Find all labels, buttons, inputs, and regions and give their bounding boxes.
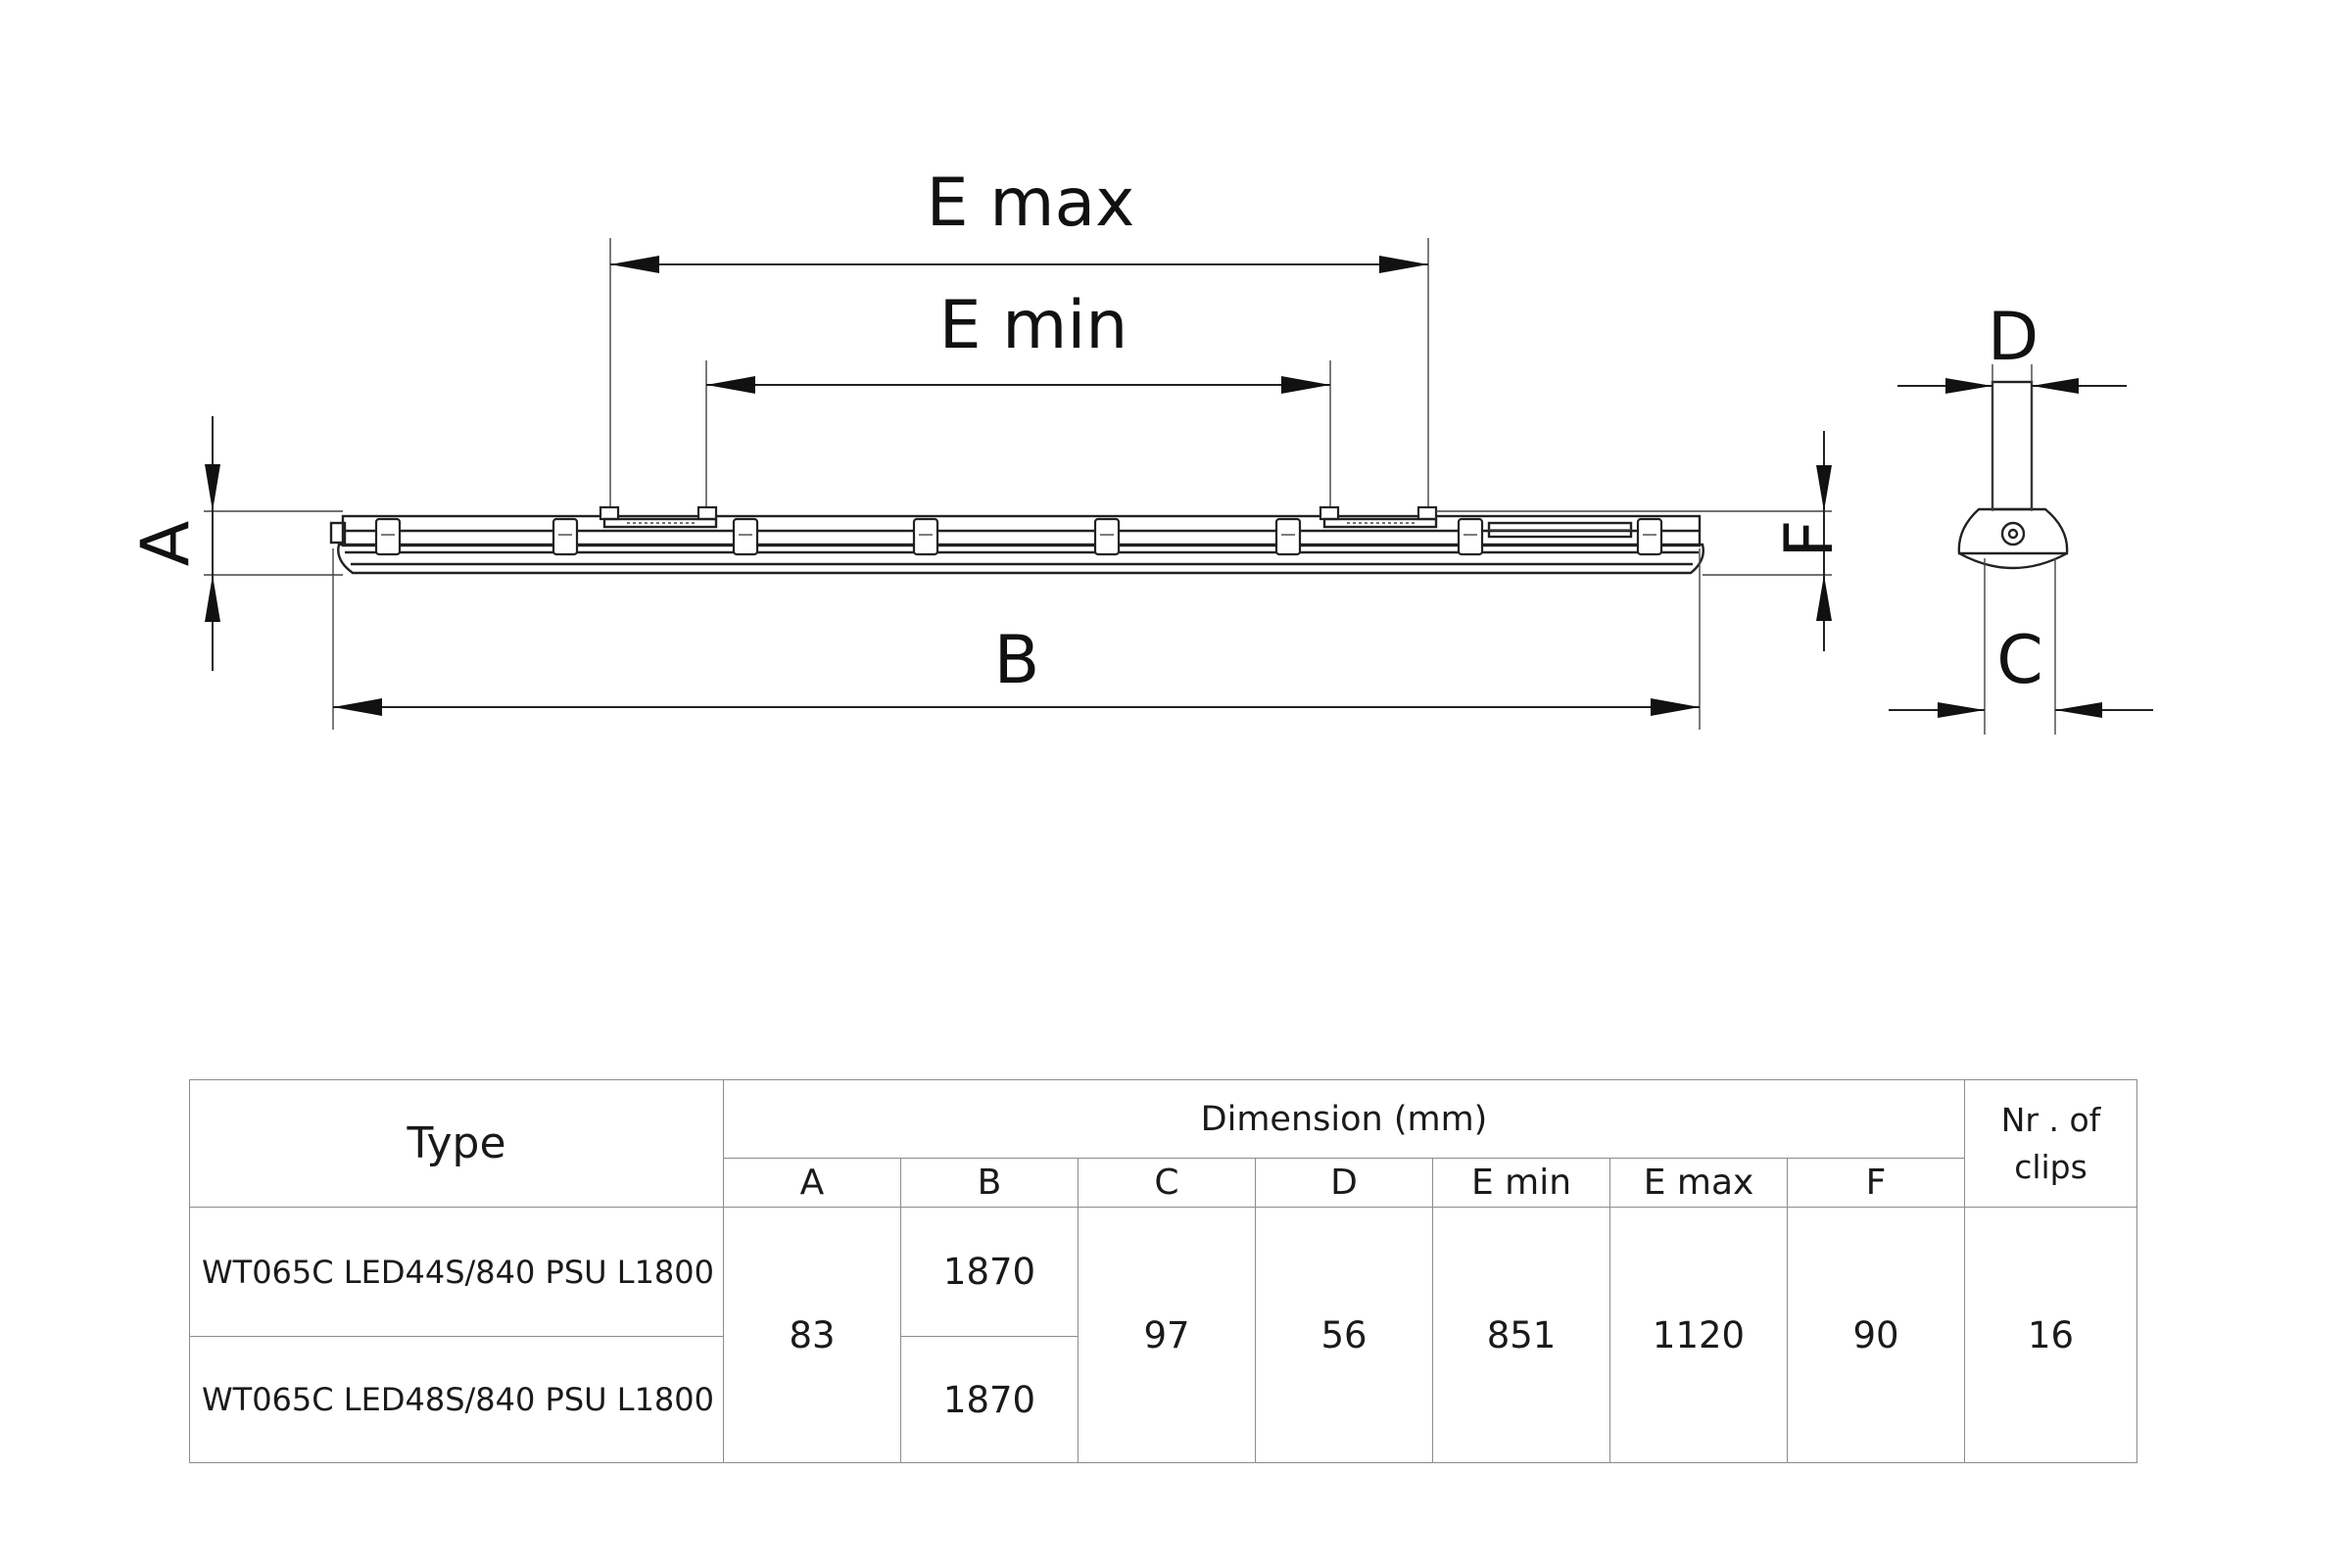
type-cell: WT065C LED48S/840 PSU L1800 bbox=[189, 1336, 724, 1463]
c-dimension: C bbox=[1889, 558, 2153, 735]
table-row: WT065C LED48S/840 PSU L1800 1870 bbox=[189, 1336, 2137, 1463]
clip bbox=[552, 517, 579, 556]
clips-header: Nr . of clips bbox=[1964, 1079, 2137, 1208]
col-header-c: C bbox=[1078, 1158, 1256, 1208]
d-label: D bbox=[1988, 299, 2039, 376]
table-row: WT065C LED44S/840 PSU L1800 83 1870 97 5… bbox=[189, 1207, 2137, 1463]
clip bbox=[1457, 517, 1484, 556]
clip bbox=[374, 517, 402, 556]
clips-header-line1: Nr . of bbox=[2000, 1100, 2101, 1139]
col-header-e-max: E max bbox=[1609, 1158, 1788, 1208]
col-header-e-min: E min bbox=[1432, 1158, 1610, 1208]
col-header-f: F bbox=[1787, 1158, 1965, 1208]
col-header-a: A bbox=[723, 1158, 901, 1208]
a-value: 83 bbox=[723, 1207, 901, 1463]
type-header: Type bbox=[189, 1079, 724, 1208]
dimension-header: Dimension (mm) bbox=[723, 1079, 1965, 1159]
b-label: B bbox=[994, 622, 1040, 699]
d-dimension: D bbox=[1897, 299, 2127, 511]
bracket-left bbox=[599, 505, 718, 529]
e-min-value: 851 bbox=[1432, 1207, 1610, 1463]
d-value: 56 bbox=[1255, 1207, 1433, 1463]
clip bbox=[912, 517, 939, 556]
b-value: 1870 bbox=[900, 1207, 1079, 1337]
a-label: A bbox=[127, 521, 205, 567]
luminaire-end-view bbox=[1957, 380, 2069, 570]
type-cell: WT065C LED44S/840 PSU L1800 bbox=[189, 1207, 724, 1337]
f-label: F bbox=[1771, 519, 1848, 557]
b-dimension: B bbox=[332, 548, 1701, 730]
col-header-b: B bbox=[900, 1158, 1079, 1208]
dimension-table: Type Dimension (mm) Nr . of clips A B C … bbox=[189, 1079, 2137, 1463]
f-dimension: F bbox=[1436, 431, 1848, 651]
c-value: 97 bbox=[1078, 1207, 1256, 1463]
clip bbox=[1274, 517, 1302, 556]
clip bbox=[1636, 517, 1663, 556]
mounting-brackets bbox=[599, 505, 1438, 529]
f-value: 90 bbox=[1787, 1207, 1965, 1463]
mounting-clips bbox=[374, 517, 1663, 556]
clip bbox=[732, 517, 759, 556]
dimension-drawing: E max E min A bbox=[127, 165, 2153, 735]
a-dimension: A bbox=[127, 416, 343, 671]
luminaire-side-view bbox=[329, 514, 1704, 575]
bracket-right bbox=[1319, 505, 1438, 529]
clips-header-line2: clips bbox=[2014, 1147, 2087, 1186]
col-header-d: D bbox=[1255, 1158, 1433, 1208]
clips-value: 16 bbox=[1964, 1207, 2137, 1463]
e-min-label: E min bbox=[939, 287, 1128, 364]
e-max-label: E max bbox=[927, 165, 1135, 242]
b-value: 1870 bbox=[900, 1336, 1079, 1463]
e-min-dimension: E min bbox=[705, 287, 1331, 516]
clip bbox=[1093, 517, 1121, 556]
e-max-value: 1120 bbox=[1609, 1207, 1788, 1463]
c-label: C bbox=[1996, 622, 2042, 699]
e-max-dimension: E max bbox=[609, 165, 1429, 516]
